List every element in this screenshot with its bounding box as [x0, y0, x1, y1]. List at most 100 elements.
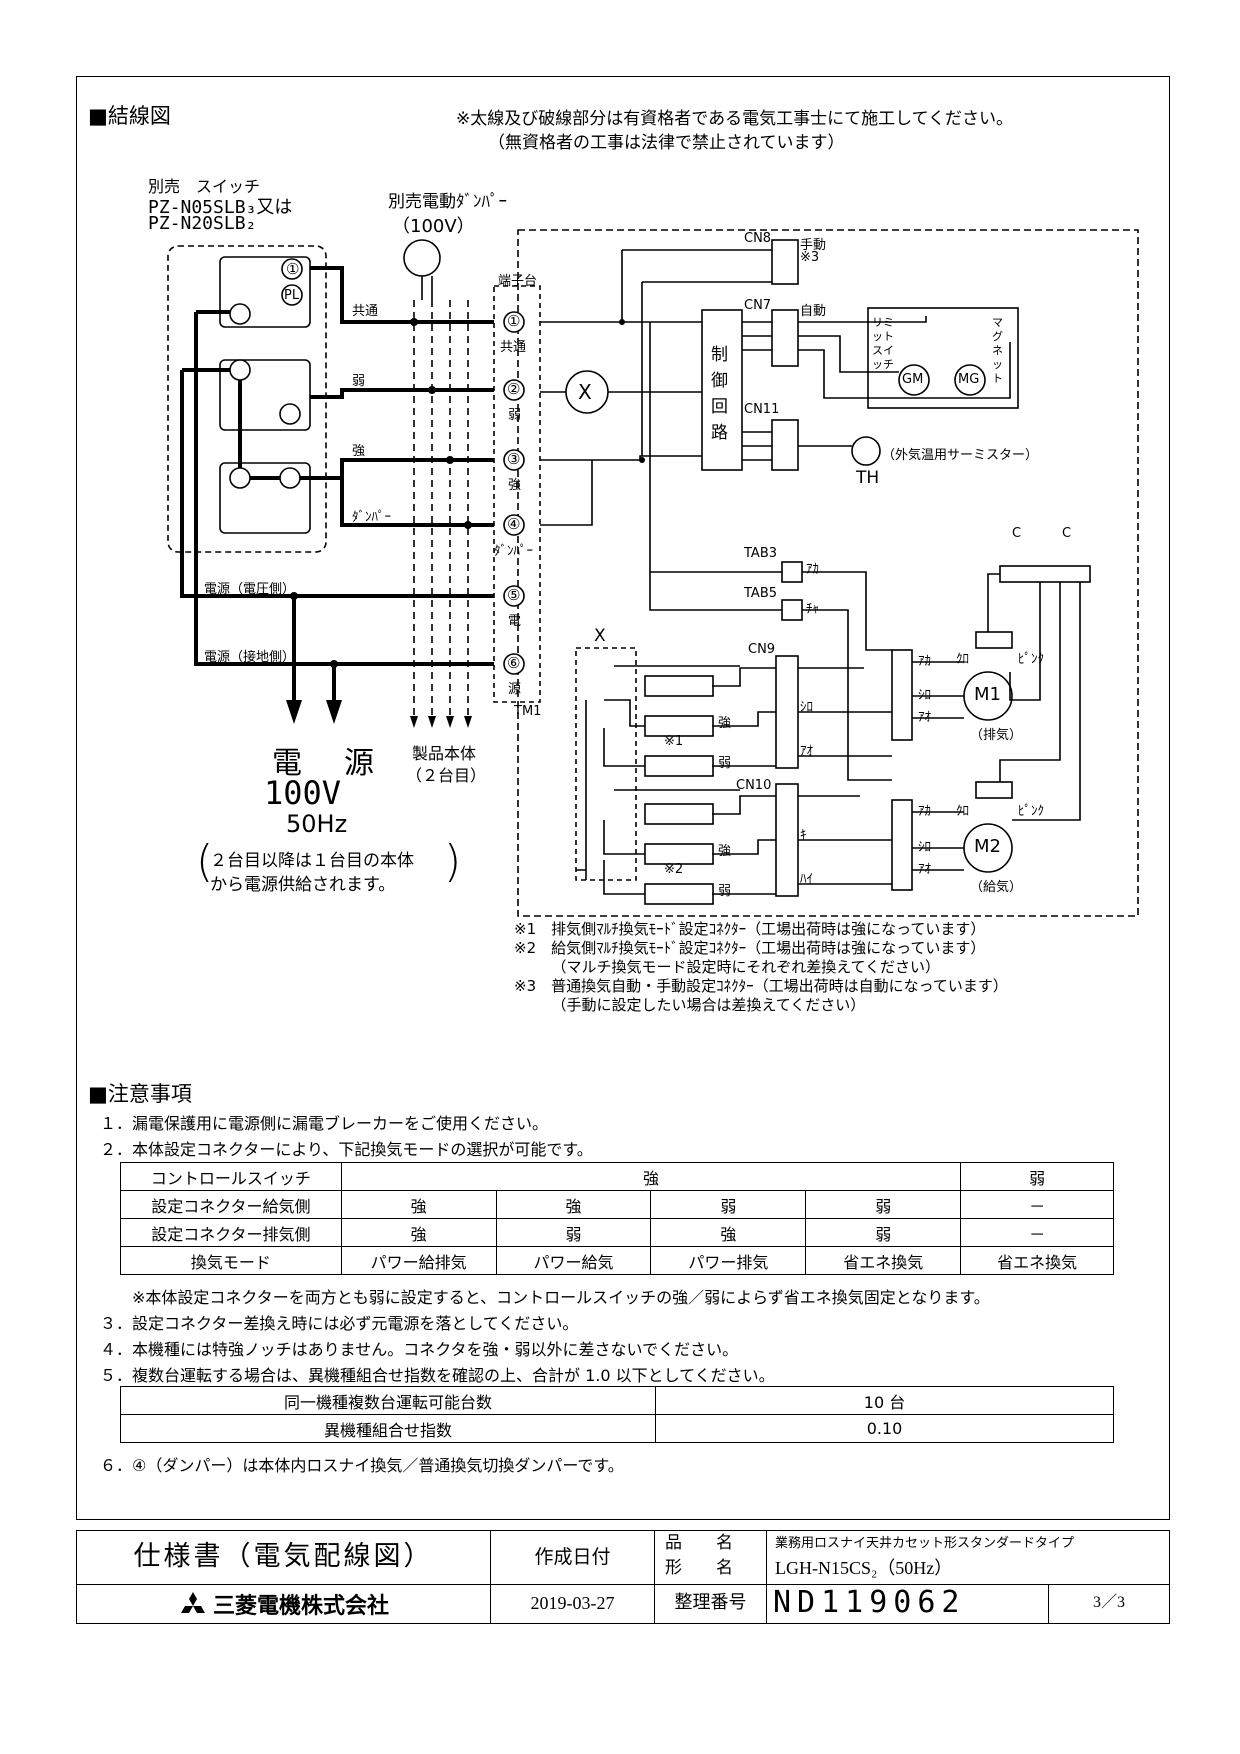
terminal-num-5: ⑤: [507, 586, 521, 604]
exhaust-cell: －: [960, 1218, 1114, 1247]
m1-kuro: ｸﾛ: [956, 652, 969, 667]
switch-terminal-1: ①: [286, 260, 300, 278]
m1-sub: （排気）: [970, 728, 1023, 743]
th-label: TH: [856, 468, 880, 488]
pl-label: PL: [284, 288, 300, 303]
company-name: 三菱電機株式会社: [213, 1594, 390, 1619]
paren-right: ): [444, 836, 462, 887]
cn9-ao: ｱｵ: [800, 744, 813, 759]
supply-cell: 強: [340, 1190, 497, 1219]
damper-label: 別売電動ﾀﾞﾝﾊﾟｰ: [388, 192, 507, 212]
tm1-label: TM1: [514, 704, 542, 719]
m2-label: M2: [974, 836, 1001, 857]
table-note: ※本体設定コネクターを両方とも弱に設定すると、コントロールスイッチの強／弱によら…: [132, 1288, 990, 1307]
m1-weak: 弱: [718, 756, 732, 771]
ref-label: 整理番号: [655, 1585, 767, 1623]
row-header-exhaust: 設定コネクター排気側: [120, 1218, 342, 1247]
model-name: LGH-N15CS₂（50Hz）: [775, 1558, 953, 1578]
doc-title: 仕様書（電気配線図）: [77, 1531, 491, 1585]
m2-weak: 弱: [718, 884, 732, 899]
cn9-shiro: ｼﾛ: [800, 700, 813, 715]
mode-cell: パワー給気: [495, 1246, 652, 1275]
table-row: 同一機種複数台運転可能台数 10 台: [120, 1386, 1114, 1415]
thermistor-label: （外気温用サーミスター）: [882, 448, 1039, 463]
m1-shiro: ｼﾛ: [918, 688, 931, 703]
multi-label: 異機種組合せ指数: [120, 1414, 656, 1443]
document-frame: [76, 76, 1170, 1520]
damper-voltage: （100V）: [392, 216, 475, 237]
cn11-label: CN11: [744, 402, 780, 417]
ref-number: ND119062: [767, 1585, 1049, 1623]
m2-kuro: ｸﾛ: [956, 804, 969, 819]
note1-mark: ※1: [664, 734, 684, 749]
terminal-name-1: 共通: [500, 340, 527, 355]
page-number: 3／3: [1092, 1594, 1125, 1611]
m1-label: M1: [974, 684, 1001, 705]
cn7-auto: 自動: [800, 304, 827, 319]
cap-1-label: C: [1012, 526, 1022, 541]
wire-power-voltage: 電源（電圧側）: [204, 582, 296, 597]
control-circuit-label: 制御回路: [711, 345, 728, 443]
m2-shiro: ｼﾛ: [918, 840, 931, 855]
table-row: コントロールスイッチ 強 弱: [120, 1162, 1114, 1191]
switch-weak: 弱: [960, 1162, 1114, 1191]
warning-line1: ※太線及び破線部分は有資格者である電気工事士にて施工してください。: [456, 109, 1014, 129]
switch-strong: 強: [340, 1162, 962, 1191]
table-row: 設定コネクター給気側 強 強 弱 弱 －: [120, 1190, 1114, 1219]
switch-model-2: PZ-N20SLB₂: [148, 213, 257, 234]
cn9-label: CN9: [748, 642, 776, 657]
x-area-label: X: [594, 626, 606, 646]
created-date: 2019-03-27: [491, 1585, 655, 1623]
supply-cell: 弱: [805, 1190, 962, 1219]
product-label-1: 製品本体: [412, 744, 477, 763]
damper-motor-icon: [403, 239, 441, 277]
caution-2: ２．本体設定コネクターにより、下記換気モードの選択が可能です。: [100, 1140, 593, 1159]
caution-4: ４．本機種には特強ノッチはありません。コネクタを強・弱以外に差さないでください。: [100, 1340, 739, 1359]
power-voltage: 100V: [264, 774, 342, 812]
cap-2-label: C: [1062, 526, 1072, 541]
exhaust-cell: 弱: [495, 1218, 652, 1247]
terminal-name-3: 強: [508, 478, 522, 493]
terminal-name-6: 源: [508, 682, 522, 697]
mode-table: コントロールスイッチ 強 弱 設定コネクター給気側 強 強 弱 弱 － 設定コネ…: [120, 1162, 1114, 1275]
m2-pink: ﾋﾟﾝｸ: [1018, 804, 1044, 819]
terminal-num-1: ①: [507, 312, 521, 330]
tab3-wire: ｱｶ: [806, 562, 819, 577]
name-labels: 品 名 形 名: [655, 1531, 767, 1585]
power-label: 電 源: [272, 746, 380, 781]
switch-outline: [167, 245, 327, 553]
wire-power-ground: 電源（接地側）: [204, 650, 296, 665]
power-note-1: ２台目以降は１台目の本体: [210, 851, 414, 871]
note2-mark: ※2: [664, 862, 684, 877]
table-row: 換気モード パワー給排気 パワー給気 パワー排気 省エネ換気 省エネ換気: [120, 1246, 1114, 1275]
exhaust-cell: 強: [340, 1218, 497, 1247]
caution-1: １．漏電保護用に電源側に漏電ブレーカーをご使用ください。: [100, 1114, 549, 1133]
wire-common: 共通: [352, 304, 379, 319]
caution-5: ５．複数台運転する場合は、異機種組合せ指数を確認の上、合計が 1.0 以下として…: [100, 1366, 775, 1385]
wire-weak: 弱: [352, 374, 366, 389]
m1-ao: ｱｵ: [918, 710, 931, 725]
table-row: 設定コネクター排気側 強 弱 強 弱 －: [120, 1218, 1114, 1247]
magnet-label: マグネット: [992, 316, 1003, 385]
supply-cell: 強: [495, 1190, 652, 1219]
switch-label-1: 別売 スイッチ: [148, 177, 261, 196]
control-circuit-box: [701, 309, 743, 471]
mode-cell: パワー給排気: [340, 1246, 497, 1275]
row-header-supply: 設定コネクター給気側: [120, 1190, 342, 1219]
supply-cell: －: [960, 1190, 1114, 1219]
m1-aka: ｱｶ: [918, 654, 931, 669]
company-cell: 三菱電機株式会社: [77, 1585, 491, 1623]
mitsubishi-logo-icon: [180, 1592, 205, 1613]
title-block: 仕様書（電気配線図） 作成日付 品 名 形 名 業務用ロスナイ天井カセット形スタ…: [76, 1530, 1170, 1624]
footnote-4: ※3 普通換気自動・手動設定ｺﾈｸﾀｰ（工場出荷時は自動になっています）: [514, 977, 1008, 995]
relay-x-label: X: [578, 380, 592, 404]
limit-switch-label: リミットスイッチ: [872, 316, 894, 371]
footnote-2: ※2 給気側ﾏﾙﾁ換気ﾓｰﾄﾞ設定ｺﾈｸﾀｰ（工場出荷時は強になっています）: [514, 939, 986, 957]
tab5-label: TAB5: [744, 586, 778, 601]
multi-unit-table: 同一機種複数台運転可能台数 10 台 異機種組合せ指数 0.10: [120, 1386, 1114, 1443]
m2-aka: ｱｶ: [918, 804, 931, 819]
row-header-switch: コントロールスイッチ: [120, 1162, 342, 1191]
caution-3: ３．設定コネクター差換え時には必ず元電源を落としてください。: [100, 1314, 579, 1333]
wire-strong: 強: [352, 444, 366, 459]
gm-label: GM: [902, 372, 924, 387]
